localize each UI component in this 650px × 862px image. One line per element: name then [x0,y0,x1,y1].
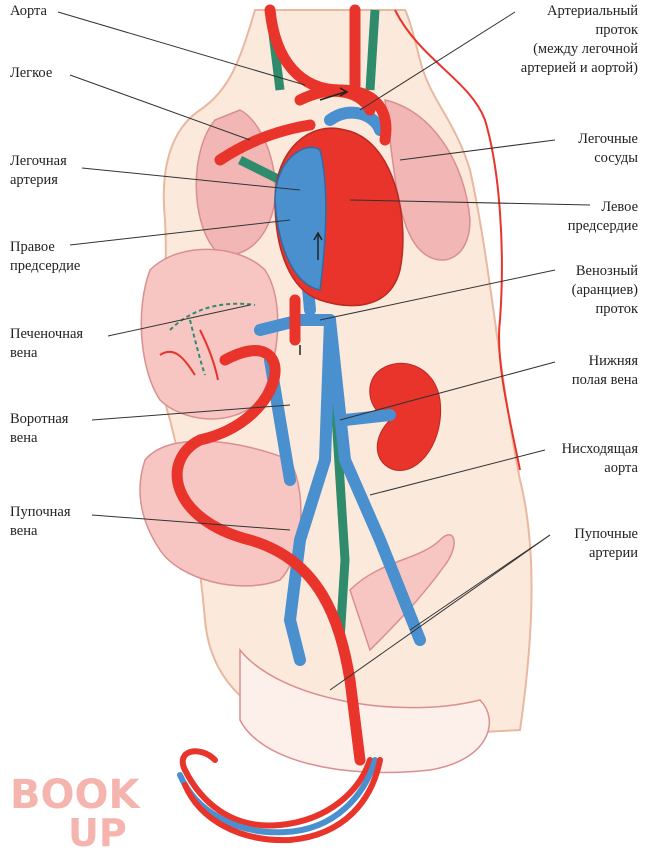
umbilical-cord [177,748,383,844]
label-aorta: Аорта [10,3,47,19]
arteries [171,4,392,766]
label-lung: Легкое [10,65,53,81]
label-umbilical-arteries: Пупочные артерии [574,526,638,561]
bookup-watermark: BOOK UP [10,772,141,850]
label-umbilical-vein: Пупочная вена [10,504,71,539]
flow-arrows [299,87,349,355]
label-hepatic-vein: Печеночная вена [10,326,84,361]
label-left-atrium: Левое предсердие [567,199,638,234]
label-portal-vein: Воротная вена [10,411,69,446]
label-pulmonary-vessels: Легочные сосуды [578,131,638,166]
label-right-atrium: Правое предсердие [10,239,81,274]
label-descending-aorta: Нисходящая аорта [561,441,638,476]
label-inferior-vena-cava: Нижняя полая вена [571,353,638,388]
leader-lines [57,11,591,691]
label-ductus-arteriosus: Артериальный проток (между легочной арте… [520,3,638,76]
liver-arteries [159,329,219,381]
pelvis [239,647,491,774]
label-ductus-venosus: Венозный (аранциев) проток [571,263,638,317]
label-pulmonary-artery: Легочная артерия [10,153,67,188]
hepatic-veins [169,302,256,376]
watermark-bottom: UP [68,811,127,850]
watermark-top: BOOK [10,772,141,818]
intestines [139,440,302,587]
heart [274,127,404,307]
